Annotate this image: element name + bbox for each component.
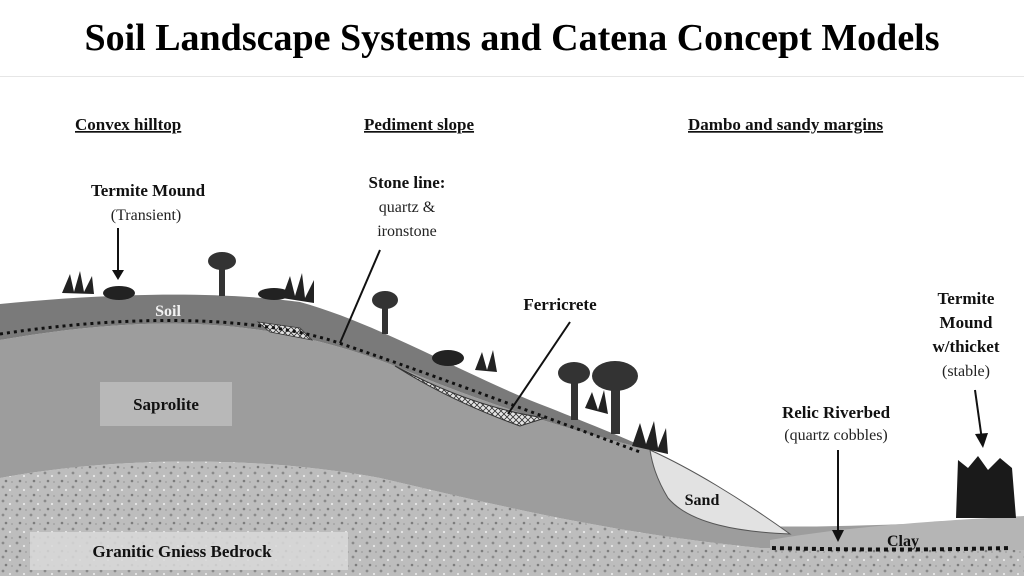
stone-line-title: Stone line: [369,173,446,192]
riverbed-note: (quartz cobbles) [784,427,888,444]
stone-line-note-1: quartz & [379,199,436,216]
section-dambo-margins: Dambo and sandy margins [688,115,883,134]
saprolite-label-box [100,382,232,426]
stone-line [0,318,641,454]
ferricrete-pointer [507,321,571,415]
stone-line-note-2: ironstone [377,223,437,240]
stone-line-pointer [339,249,381,344]
bedrock-label-box [30,532,348,570]
saprolite-layer [0,323,1024,548]
termite-mound-icon [956,456,1016,518]
section-pediment-slope: Pediment slope [364,115,474,134]
riverbed-cobbles [771,546,1011,552]
termite-right-title-2: Mound [940,313,993,332]
soil-layer [0,294,650,450]
bedrock-label: Granitic Gniess Bedrock [92,542,272,561]
termite-right-title-3: w/thicket [932,337,999,356]
sand-label: Sand [685,492,720,509]
ironstone-patch [256,321,314,341]
clay-deposit [770,516,1024,550]
section-convex-hilltop: Convex hilltop [75,115,181,134]
tree-icons [208,252,638,434]
termite-right-note: (stable) [942,363,990,380]
soil-label: Soil [155,303,181,320]
sand-deposit [649,449,792,535]
termite-right-arrow [974,389,983,441]
termite-left-note: (Transient) [111,207,182,224]
grass-icons [62,271,668,454]
termite-right-title-1: Termite [938,289,995,308]
page-title: Soil Landscape Systems and Catena Concep… [0,0,1024,77]
clay-label: Clay [887,533,919,550]
saprolite-label: Saprolite [133,395,199,414]
catena-diagram: Convex hilltop Pediment slope Dambo and … [0,115,1024,576]
termite-left-title: Termite Mound [91,181,206,200]
ferricrete-title: Ferricrete [523,295,597,314]
termite-left-arrowhead [112,270,124,280]
riverbed-title: Relic Riverbed [782,403,891,422]
riverbed-arrowhead [832,530,844,542]
termite-right-arrowhead [975,433,988,448]
